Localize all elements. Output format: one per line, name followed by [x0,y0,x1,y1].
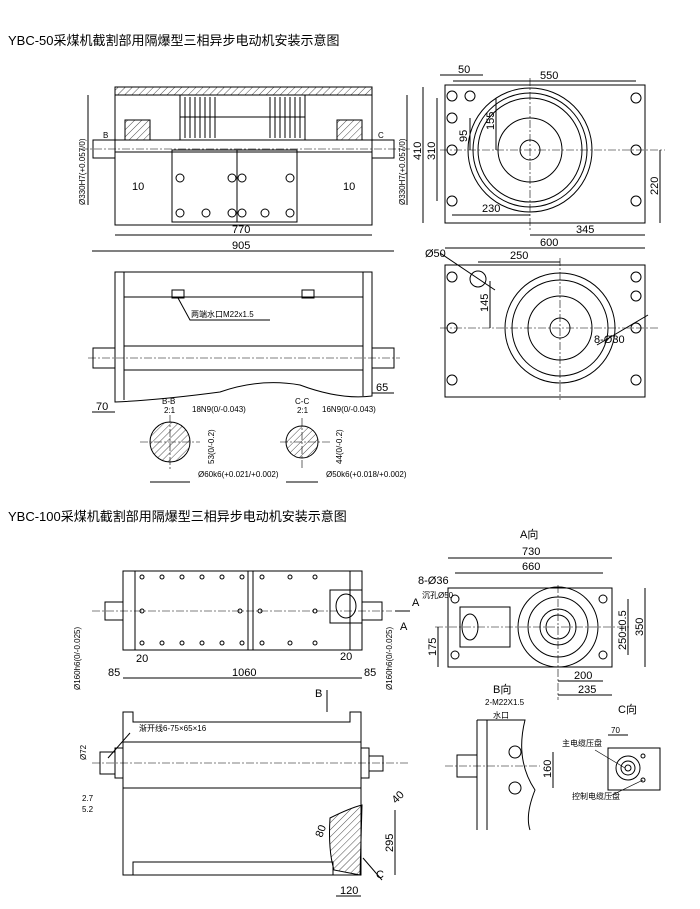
bore-right-tolerance: Ø330H7(+0.057/0) [398,138,407,205]
bb-shaft: Ø60k6(+0.021/+0.002) [198,470,279,479]
dim-70: 70 [96,401,108,413]
section-mark-b: B [103,131,108,140]
dim-65: 65 [376,382,388,394]
dimension-label: C-C [295,397,309,406]
holes-8-phi30: 8-Ø30 [594,334,625,346]
dim-120: 120 [340,885,358,897]
ybc100-view-a: A向 730 660 8-Ø36 沉孔Ø50 A 175 250±0.5 350… [400,527,646,700]
ybc100-side-view: 渐开线6-75×65×16 Ø72 2.7 5.2 40 80 295 120 … [79,711,410,897]
dim-10-right: 10 [343,181,355,193]
ybc50-front-section-view: 770 905 10 10 B C Ø330H7(+0.057/0) Ø330H… [78,86,410,252]
dim-5-2: 5.2 [82,805,94,814]
drawing-title-ybc100: YBC-100采煤机截割部用隔爆型三相异步电动机安装示意图 [8,509,347,524]
dim-250-tol: 250±0.5 [617,610,629,650]
spline-spec: 渐开线6-75×65×16 [139,723,207,733]
mount-holes [446,90,642,207]
control-cable-gland-label: 控制电缆压盘 [572,791,620,801]
ybc100-view-c: C向 70 主电缆压盘 控制电缆压盘 [562,702,661,801]
dim-40: 40 [390,789,407,806]
holes-8-phi36: 8-Ø36 [418,575,449,587]
shaft-right-tolerance: Ø160h6(0/-0.025) [385,627,394,690]
bolt-icons [175,173,295,218]
bolt-icons [139,574,318,646]
dim-770: 770 [232,224,250,236]
ybc50-end-view: 550 50 600 345 230 410 310 220 95 155 [412,64,665,249]
dim-85-right: 85 [364,667,376,679]
section-cc: C-C 2:1 16N9(0/-0.043) 44(0/-0.2) Ø50k6(… [280,397,407,483]
dim-95: 95 [458,130,470,142]
dimension-label: B-B [162,397,175,406]
dim-235: 235 [578,684,596,696]
bb-depth: 53(0/-0.2) [207,429,216,464]
dim-230: 230 [482,203,500,215]
dimension-label: 2:1 [297,406,309,415]
section-bb: B-B 2:1 18N9(0/-0.043) 53(0/-0.2) Ø60k6(… [140,397,279,483]
dim-200: 200 [574,670,592,682]
bb-key: 18N9(0/-0.043) [192,405,246,414]
dim-660: 660 [522,561,540,573]
dim-80: 80 [314,823,329,839]
terminal-panel [171,149,298,223]
dim-350: 350 [634,618,646,636]
dim-600: 600 [540,237,558,249]
top-cover [114,86,373,96]
water-port-label: 两端水口M22x1.5 [191,309,254,319]
cc-depth: 44(0/-0.2) [335,429,344,464]
dim-70-c: 70 [611,726,620,735]
dimension-label: 2:1 [164,406,176,415]
view-arrow-a: A [412,597,420,609]
view-arrow-c: C [376,869,384,881]
ybc50-end-view-2: 250 145 Ø50 8-Ø30 [425,248,660,400]
port-label: 水口 [493,710,509,720]
dim-410: 410 [412,142,424,160]
dim-20-right: 20 [340,651,352,663]
shaft-left-tolerance: Ø160h6(0/-0.025) [73,627,82,690]
dim-310: 310 [426,142,438,160]
dim-10-left: 10 [132,181,144,193]
dim-175: 175 [427,638,439,656]
ybc50-side-view: 两端水口M22x1.5 70 65 [88,271,400,413]
ybc100-front-view: 1060 85 85 20 20 Ø160h6(0/-0.025) Ø160h6… [73,570,420,712]
port-thread: 2-M22X1.5 [485,698,525,707]
dim-phi50: Ø50 [425,248,446,260]
drawing-title-ybc50: YBC-50采煤机截割部用隔爆型三相异步电动机安装示意图 [8,33,340,48]
dim-145: 145 [479,294,491,312]
dim-155: 155 [485,112,497,130]
cc-shaft: Ø50k6(+0.018/+0.002) [326,470,407,479]
dim-905: 905 [232,240,250,252]
dim-20-left: 20 [136,653,148,665]
view-b-title: B向 [493,682,511,696]
view-a-arrow-label: A [400,621,408,633]
view-arrow-b: B [315,688,322,700]
bore-left-tolerance: Ø330H7(+0.057/0) [78,138,87,205]
cc-key: 16N9(0/-0.043) [322,405,376,414]
view-c-title: C向 [618,702,637,716]
dim-250: 250 [510,250,528,262]
section-mark-c: C [378,131,384,140]
dim-160: 160 [542,760,554,778]
dim-85-left: 85 [108,667,120,679]
dim-730: 730 [522,546,540,558]
dim-345: 345 [576,224,594,236]
dim-50: 50 [458,64,470,76]
dim-220: 220 [649,177,661,195]
dim-550: 550 [540,70,558,82]
spotface-label: 沉孔Ø50 [422,591,454,600]
dim-1060: 1060 [232,667,256,679]
main-cable-gland-label: 主电缆压盘 [562,738,602,748]
dim-295: 295 [384,834,396,852]
dim-phi72: Ø72 [79,744,88,760]
view-a-title: A向 [520,527,538,541]
dim-2-7: 2.7 [82,794,94,803]
ybc100-view-b: B向 2-M22X1.5 水口 160 [445,682,554,831]
